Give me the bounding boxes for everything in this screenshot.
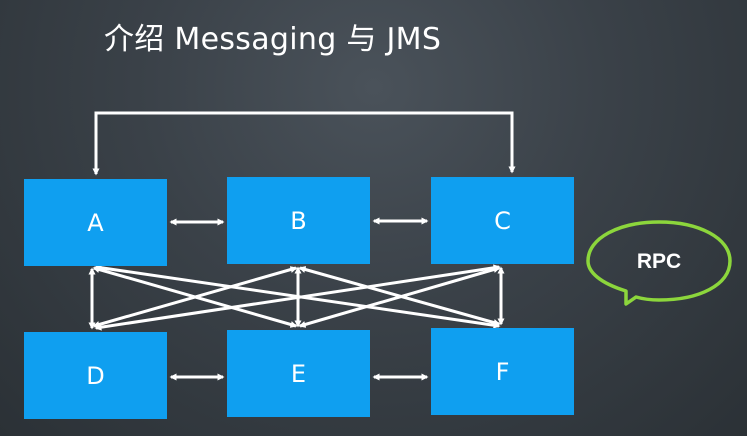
node-b: B [227, 177, 370, 264]
node-e: E [227, 330, 370, 417]
node-f: F [431, 328, 574, 415]
arrow-c-e [298, 266, 501, 328]
node-c: C [431, 177, 574, 264]
slide-title: 介绍 Messaging 与 JMS [104, 22, 442, 57]
arrow-a-c-loop [92, 111, 516, 176]
node-d: D [24, 332, 167, 419]
rpc-label: RPC [636, 250, 682, 273]
rpc-speech-bubble [586, 220, 732, 306]
node-a: A [24, 179, 167, 266]
